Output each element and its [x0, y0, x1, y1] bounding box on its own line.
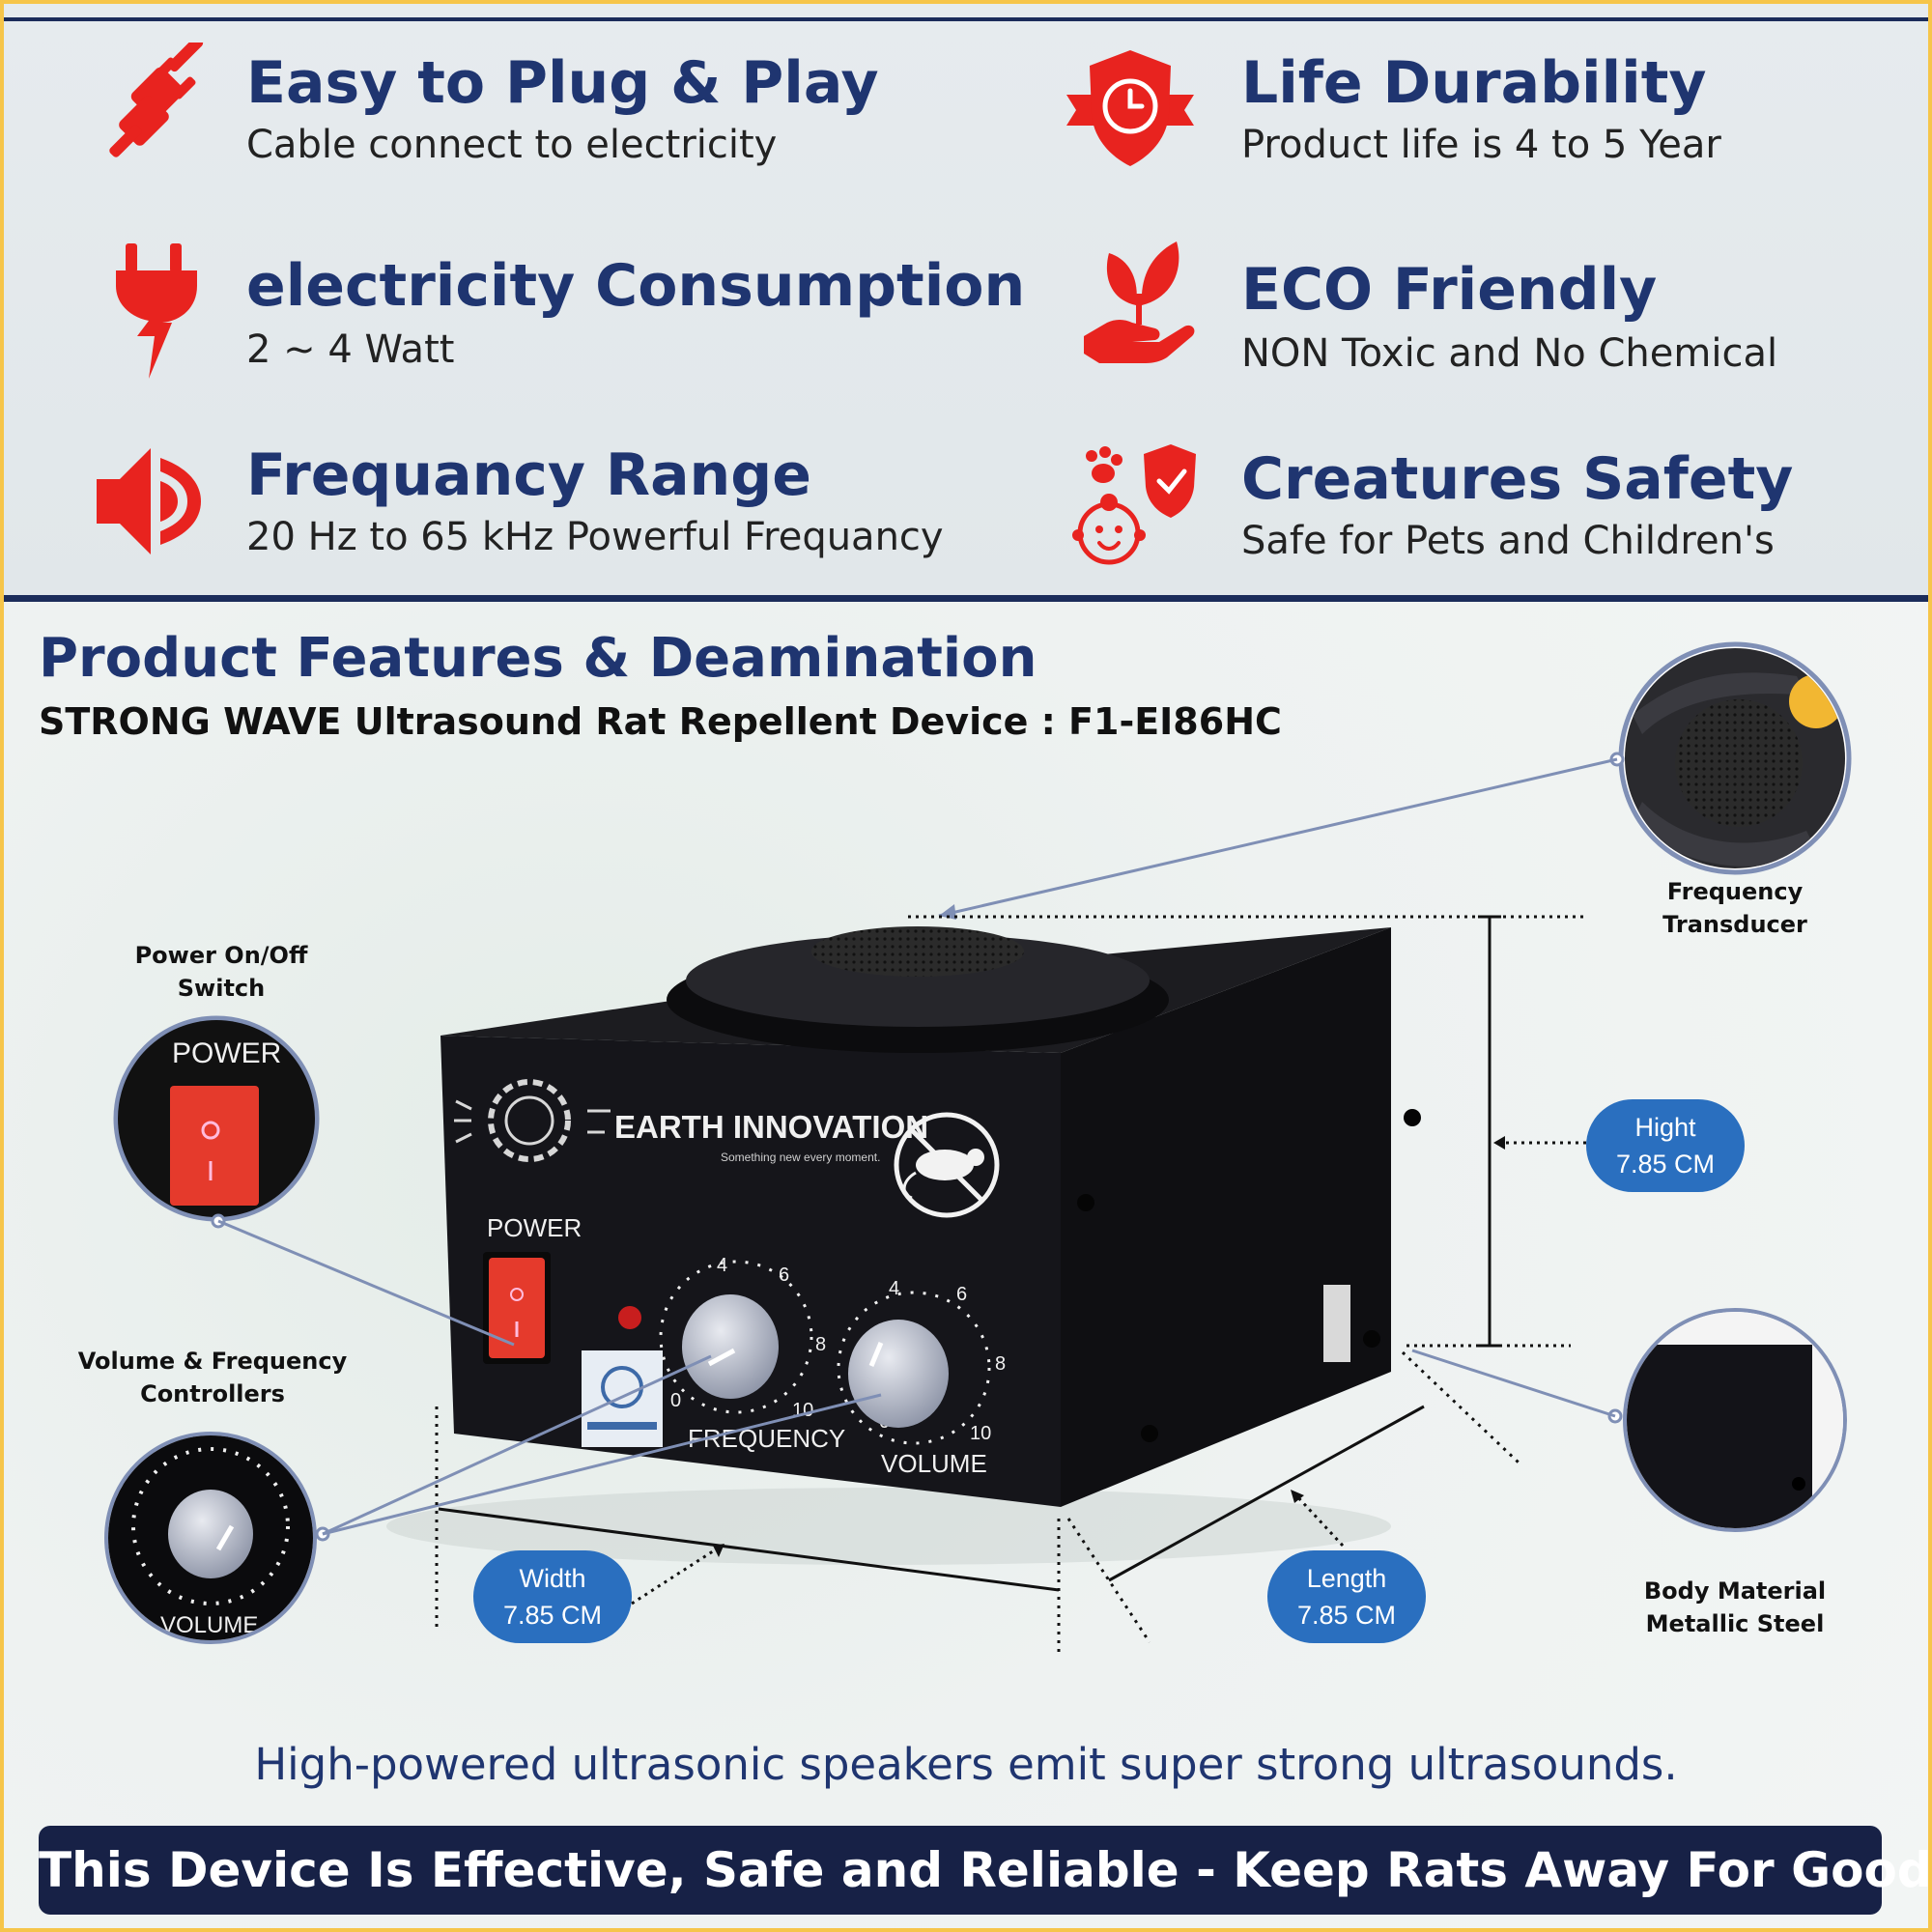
feature-desc-safety: Safe for Pets and Children's	[1241, 519, 1775, 563]
height-dimension-badge: Hight 7.85 CM	[1586, 1099, 1745, 1192]
svg-text:POWER: POWER	[172, 1037, 281, 1069]
transducer-mesh	[811, 926, 1024, 977]
frequency-knob-leader	[322, 1354, 712, 1536]
body-leader	[1411, 1349, 1616, 1418]
product-model-subtitle: STRONG WAVE Ultrasound Rat Repellent Dev…	[39, 700, 1282, 743]
brand-gear-icon	[488, 1079, 571, 1162]
svg-text:10: 10	[792, 1400, 813, 1421]
device-power-label: POWER	[487, 1213, 582, 1242]
device-volume-label: VOLUME	[881, 1449, 987, 1478]
width-dimension-line	[438, 1507, 1060, 1592]
feature-desc-consumption: 2 ~ 4 Watt	[246, 327, 455, 372]
feature-title-frequency: Frequancy Range	[246, 441, 811, 509]
plug-icon	[109, 43, 204, 157]
screw	[1077, 1194, 1094, 1211]
width-dimension-badge: Width 7.85 CM	[473, 1550, 632, 1643]
brand-name: EARTH INNOVATION	[614, 1109, 928, 1145]
feature-desc-durability: Product life is 4 to 5 Year	[1241, 123, 1721, 167]
svg-text:8: 8	[995, 1353, 1006, 1375]
transducer-ring	[686, 934, 1150, 1027]
feature-title-plug-play: Easy to Plug & Play	[246, 49, 879, 117]
svg-text:0: 0	[670, 1390, 681, 1411]
transducer-leader	[938, 757, 1618, 918]
feature-title-durability: Life Durability	[1241, 49, 1707, 117]
indicator-led	[618, 1306, 641, 1329]
feature-desc-frequency: 20 Hz to 65 kHz Powerful Frequancy	[246, 515, 944, 559]
page-frame	[4, 4, 1928, 1928]
svg-text:6: 6	[956, 1284, 967, 1305]
screw	[1363, 1330, 1380, 1348]
side-label-sticker	[1323, 1285, 1350, 1362]
feature-title-safety: Creatures Safety	[1241, 445, 1794, 513]
feature-title-eco: ECO Friendly	[1241, 256, 1658, 324]
frequency-transducer-label: Frequency Transducer	[1662, 878, 1807, 938]
feature-desc-eco: NON Toxic and No Chemical	[1241, 331, 1778, 376]
pet-child-shield-icon	[1072, 444, 1196, 565]
tagline: High-powered ultrasonic speakers emit su…	[254, 1739, 1678, 1790]
section-title: Product Features & Deamination	[39, 627, 1037, 690]
length-dimension-badge: Length 7.85 CM	[1267, 1550, 1426, 1643]
svg-text:10: 10	[970, 1423, 991, 1444]
footer-banner: This Device Is Effective, Safe and Relia…	[39, 1826, 1932, 1915]
device-frequency-label: FREQUENCY	[688, 1424, 845, 1453]
volume-knob-leader	[322, 1393, 882, 1536]
shield-clock-icon	[1066, 50, 1194, 166]
controllers-label: Volume & Frequency Controllers	[77, 1348, 348, 1407]
no-rat-icon	[894, 1112, 1000, 1218]
length-dimension-line	[1108, 1405, 1425, 1582]
feature-band	[4, 4, 1928, 595]
svg-text:VOLUME: VOLUME	[160, 1612, 258, 1638]
device-shadow	[386, 1488, 1391, 1565]
feature-title-consumption: electricity Consumption	[246, 252, 1026, 320]
screw	[1141, 1425, 1158, 1442]
brand-sticker	[582, 1350, 663, 1447]
svg-text:4: 4	[717, 1255, 727, 1276]
brand-tagline: Something new every moment.	[721, 1151, 880, 1164]
body-material-label: Body Material Metallic Steel	[1643, 1577, 1827, 1637]
device-side-panel	[1061, 927, 1391, 1507]
svg-text:6: 6	[779, 1264, 789, 1286]
hand-leaf-icon	[1084, 242, 1195, 363]
svg-text:8: 8	[815, 1334, 826, 1355]
svg-text:4: 4	[889, 1278, 899, 1299]
top-divider	[4, 17, 1928, 21]
screw	[1404, 1109, 1421, 1126]
device-volume-knob: 0 4 6 8 10	[837, 1278, 1006, 1445]
power-leader	[217, 1219, 515, 1347]
power-switch-label: Power On/Off Switch	[134, 942, 308, 1002]
speaker-icon	[97, 448, 201, 554]
footer-text: This Device Is Effective, Safe and Relia…	[39, 1842, 1932, 1898]
section-divider	[4, 595, 1928, 602]
power-plug-bolt-icon	[116, 243, 197, 379]
feature-desc-plug-play: Cable connect to electricity	[246, 123, 778, 167]
